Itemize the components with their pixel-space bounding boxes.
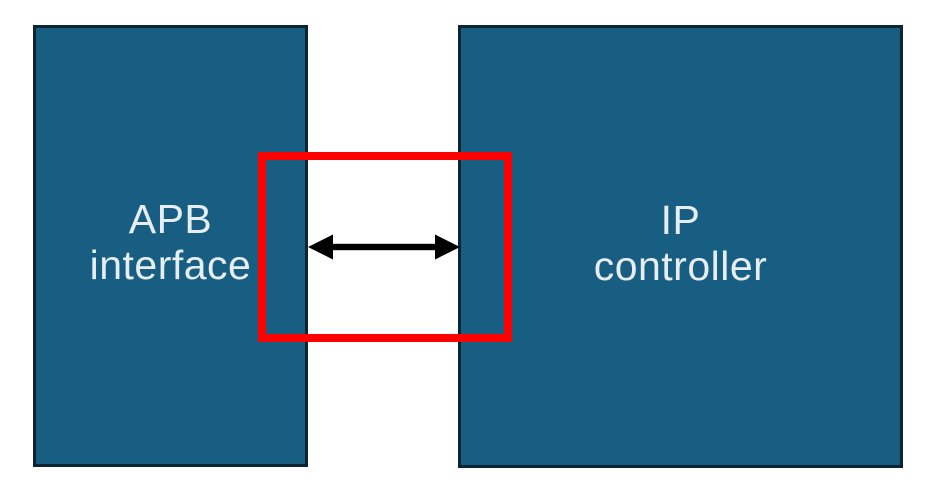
- apb-interface-label-line1: APB: [128, 196, 213, 242]
- apb-interface-label-line2: interface: [89, 242, 252, 288]
- ip-controller-label: IP controller: [594, 197, 768, 297]
- ip-controller-label-line1: IP: [660, 196, 701, 243]
- apb-interface-label: APB interface: [90, 196, 252, 296]
- bidirectional-arrow-icon: [308, 234, 460, 260]
- ip-controller-box: IP controller: [458, 25, 903, 468]
- ip-controller-label-line2: controller: [593, 242, 768, 289]
- highlight-rectangle: [258, 152, 512, 342]
